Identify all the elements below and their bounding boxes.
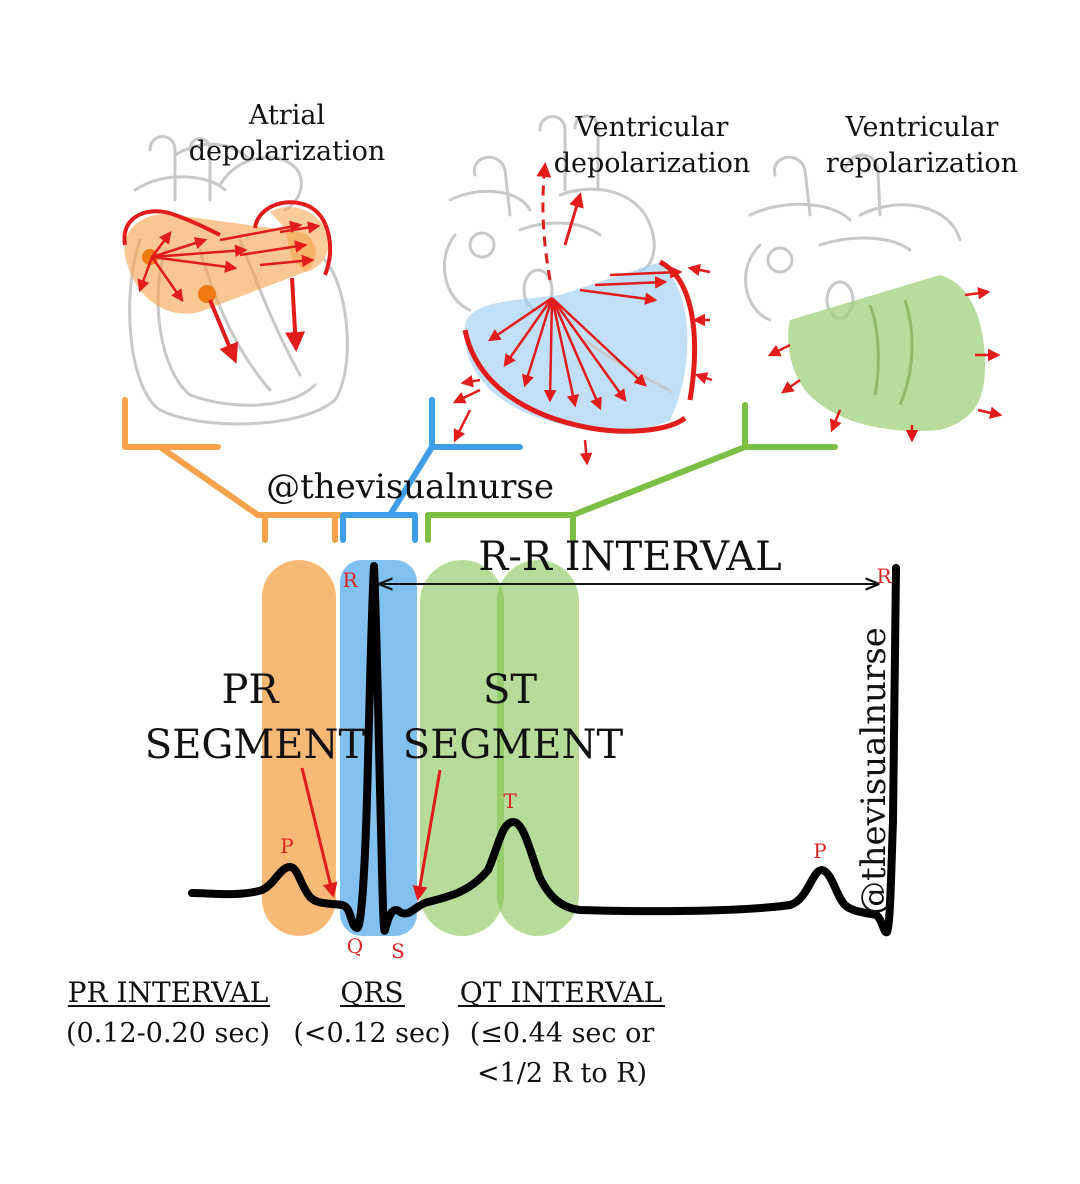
pr-interval-name: PR INTERVAL xyxy=(68,976,269,1009)
qt-interval-range-line1: (≤0.44 sec or xyxy=(470,1018,655,1049)
ventricular-depol-label-line1: Ventricular xyxy=(575,112,729,143)
r-wave-label: R xyxy=(342,568,358,592)
qrs-bracket xyxy=(340,397,523,543)
ventricles-highlight xyxy=(788,275,985,431)
depolarization-arrows xyxy=(452,162,713,466)
heart-ventricular-repolarization: Ventricular repolarization xyxy=(744,112,1018,443)
ecg-bands xyxy=(262,560,579,936)
qt-interval-name: QT INTERVAL xyxy=(460,976,662,1009)
ventricles-highlight xyxy=(462,259,698,434)
r-wave-label-2: R xyxy=(876,564,892,588)
pr-interval-range: (0.12-0.20 sec) xyxy=(66,1018,270,1049)
atrial-label-line2: depolarization xyxy=(189,136,386,167)
pr-segment-label-line2: SEGMENT xyxy=(145,722,366,768)
st-segment-label-line1: ST xyxy=(483,667,537,713)
q-wave-label: Q xyxy=(347,934,363,958)
rr-interval-label: R-R INTERVAL xyxy=(478,534,781,580)
p-wave-label: P xyxy=(280,834,293,858)
qrs-range: (<0.12 sec) xyxy=(293,1018,450,1049)
atrial-bracket xyxy=(122,397,343,543)
p-wave-label-2: P xyxy=(813,839,826,863)
ventricular-depol-label-line2: depolarization xyxy=(554,148,751,179)
ecg-trace xyxy=(188,562,900,937)
segment-labels: PR SEGMENT ST SEGMENT xyxy=(145,667,624,901)
repolarization-arrows xyxy=(767,287,1003,443)
heart-outline-icon xyxy=(442,114,656,312)
heart-atrial-depolarization: Atrial depolarization xyxy=(122,100,386,426)
depolarization-arrows xyxy=(137,220,321,364)
pr-segment-band xyxy=(262,560,336,936)
ventricular-repol-label-line1: Ventricular xyxy=(845,112,999,143)
wave-labels: P R Q S T P R xyxy=(280,564,892,963)
t-wave-label: T xyxy=(503,789,517,813)
heart-ventricular-depolarization: Ventricular depolarization xyxy=(442,112,751,466)
pr-segment-label-line1: PR xyxy=(221,667,280,713)
heart-outline-icon xyxy=(744,153,962,322)
ventricular-repol-label-line2: repolarization xyxy=(826,148,1018,179)
atrial-label-line1: Atrial xyxy=(248,100,325,131)
pr-segment-pointer-arrow xyxy=(300,767,338,898)
qrs-name: QRS xyxy=(340,976,403,1009)
st-segment-pointer-arrow xyxy=(412,769,442,901)
t-wave-band xyxy=(497,560,579,936)
qt-interval-range-line2: <1/2 R to R) xyxy=(477,1058,647,1089)
watermark-vertical: @thevisualnurse xyxy=(854,627,894,915)
st-segment-label-line2: SEGMENT xyxy=(403,722,624,768)
watermark-handle: @thevisualnurse xyxy=(266,467,554,507)
rr-interval: R-R INTERVAL xyxy=(380,534,878,584)
interval-captions: PR INTERVAL (0.12-0.20 sec) QRS (<0.12 s… xyxy=(66,976,665,1089)
s-wave-label: S xyxy=(391,939,405,963)
st-segment-band xyxy=(420,560,504,936)
st-bracket xyxy=(425,402,838,543)
